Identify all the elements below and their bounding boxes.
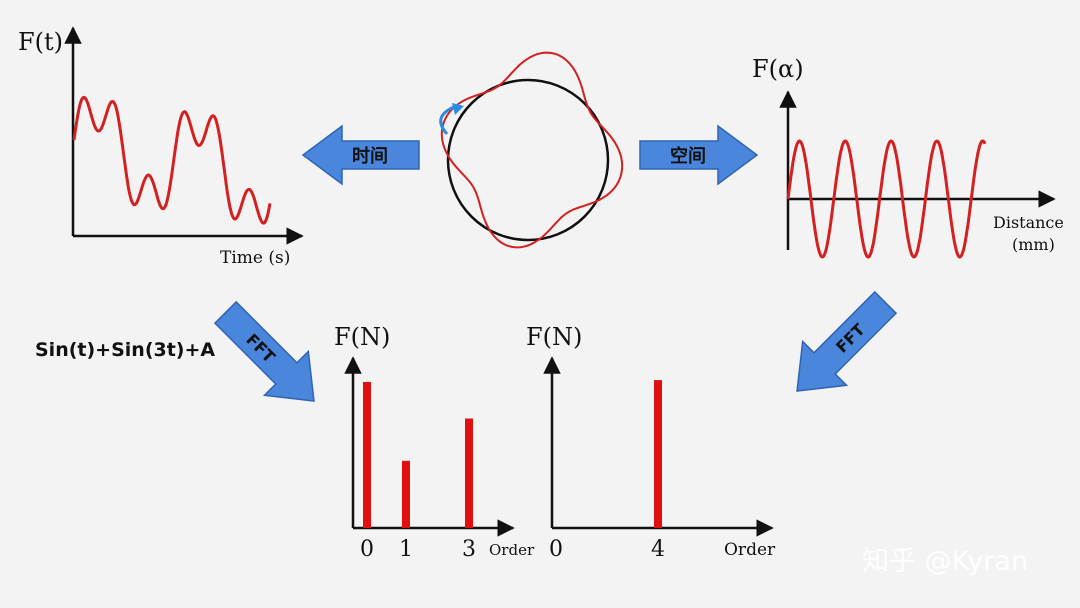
spectrum1-x-label: Order	[489, 541, 535, 559]
spectrum1-tick-label-3: 3	[462, 537, 476, 562]
spectrum1-tick-label-1: 1	[399, 537, 413, 562]
spectrum2-tick-label-0: 0	[549, 537, 563, 562]
spectrum1-y-label: F(N)	[334, 323, 390, 351]
spectrum-chart-2: F(N) Order 0 4	[526, 323, 776, 562]
time-plot-y-label: F(t)	[18, 28, 63, 56]
time-domain-plot: F(t) Time (s)	[18, 26, 304, 268]
space-plot-x-label-line1: Distance	[993, 213, 1064, 232]
spectrum1-bar-order-3	[465, 418, 473, 528]
spectrum1-bar-order-0	[363, 382, 371, 528]
spectrum2-y-label: F(N)	[526, 323, 582, 351]
nominal-circle	[446, 78, 610, 242]
rotor-illustration	[439, 51, 624, 249]
spectrum2-bar-order-4	[654, 380, 662, 528]
deformed-profile	[440, 51, 624, 249]
watermark-text: 知乎 @Kyran	[862, 546, 1028, 577]
rotation-arrowhead-icon	[452, 103, 464, 115]
fft-left-arrow-shape	[213, 300, 315, 402]
spectrum1-tick-label-0: 0	[360, 537, 374, 562]
spectrum2-tick-label-4: 4	[651, 537, 665, 562]
formula-text: Sin(t)+Sin(3t)+A	[35, 339, 215, 361]
time-signal-curve	[72, 95, 272, 225]
fft-left-arrow: FFT	[213, 300, 315, 402]
space-arrow-shape	[639, 124, 759, 186]
spectrum1-bar-order-1	[402, 460, 410, 528]
space-arrow-label: 空间	[670, 145, 706, 167]
time-plot-x-label: Time (s)	[220, 248, 290, 268]
time-arrow-shape	[301, 124, 420, 186]
space-plot-y-label: F(α)	[752, 55, 804, 83]
space-domain-plot: F(α) Distance (mm)	[752, 55, 1064, 259]
fft-right-arrow: FFT	[796, 290, 898, 392]
time-arrow: 时间	[301, 124, 420, 186]
space-arrow: 空间	[639, 124, 759, 186]
fft-right-arrow-shape	[796, 290, 898, 392]
space-plot-x-label-line2: (mm)	[1012, 235, 1055, 254]
spectrum2-x-label: Order	[724, 540, 776, 560]
time-arrow-label: 时间	[352, 146, 388, 167]
space-signal-curve	[786, 139, 987, 259]
